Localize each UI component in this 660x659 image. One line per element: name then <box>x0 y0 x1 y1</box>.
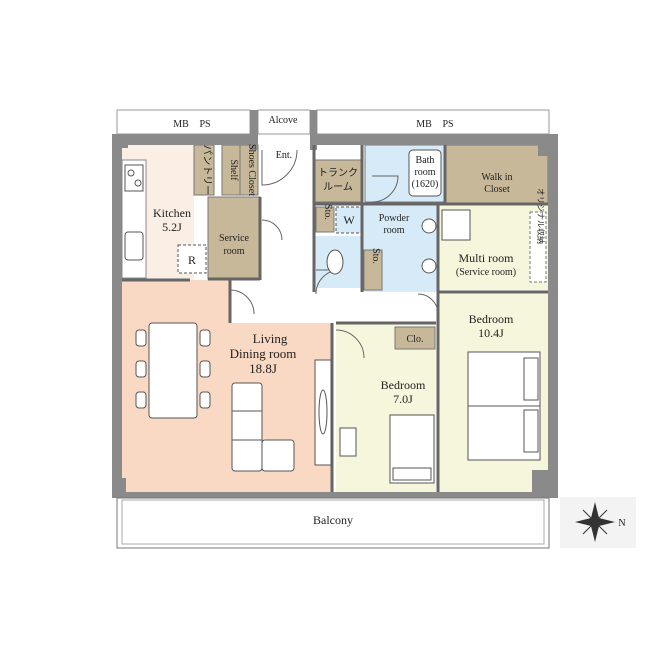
walls <box>112 110 558 498</box>
walkin-label-1: Walk in <box>481 172 512 183</box>
kitchen-label: Kitchen <box>153 206 191 220</box>
bedroom-small-size: 7.0J <box>393 392 413 406</box>
washbasin-icon-2 <box>421 258 437 274</box>
washbasin-icon <box>421 218 437 234</box>
powder-room-label-2: room <box>383 225 404 236</box>
bedroom-large-size: 10.4J <box>478 326 504 340</box>
multi-room-label-1: Multi room <box>458 251 514 265</box>
mb-left-label: MB <box>173 119 189 130</box>
kitchen-size: 5.2J <box>162 220 182 234</box>
original-storage-label: オリジナル収納 <box>536 188 546 244</box>
kitchen-sink <box>124 231 144 261</box>
desk-multi <box>441 209 471 241</box>
multi-room-label-2: (Service room) <box>456 267 516 278</box>
alcove-label: Alcove <box>269 115 298 126</box>
service-room <box>207 196 261 280</box>
living-label-2: Dining room <box>230 346 297 361</box>
desk-small <box>339 427 357 457</box>
living-size: 18.8J <box>249 361 277 376</box>
balcony-area <box>116 497 550 549</box>
storage-small-1 <box>315 206 335 233</box>
service-room-label-1: Service <box>219 233 250 244</box>
entrance-label: Ent. <box>276 150 292 161</box>
toilet-icon <box>326 249 344 275</box>
closet-label: Clo. <box>407 334 424 345</box>
closet-box <box>394 326 436 350</box>
balcony-label: Balcony <box>313 513 353 527</box>
stove <box>124 164 144 192</box>
bedroom-large-label: Bedroom <box>469 312 514 326</box>
compass-icon <box>575 502 615 542</box>
refrigerator-label: R <box>188 253 196 267</box>
washer-label: W <box>343 213 355 227</box>
bath-label-3: (1620) <box>412 179 439 190</box>
tv-icon <box>318 389 328 435</box>
pantry-label: パントリー <box>201 145 213 196</box>
sofa <box>231 382 295 472</box>
storage-label-1: Sto. <box>322 204 333 220</box>
alcove-area <box>257 109 311 135</box>
trunk-room-label-1: トランク <box>318 167 358 179</box>
service-room-label-2: room <box>223 246 244 257</box>
bed-double <box>467 351 541 461</box>
dining-set <box>135 322 211 419</box>
shelf-label: Shelf <box>228 159 239 181</box>
storage-label-2: Sto. <box>370 248 381 264</box>
north-label: N <box>618 518 625 529</box>
living-label-1: Living <box>253 331 288 346</box>
ps-right-label: PS <box>442 119 453 130</box>
trunk-room-label-2: ルーム <box>323 181 353 193</box>
bedroom-small-label: Bedroom <box>381 378 426 392</box>
walkin-label-2: Closet <box>484 184 510 195</box>
top-strip-left <box>116 109 251 135</box>
balcony-inner <box>121 499 545 545</box>
bath-label-2: room <box>414 167 435 178</box>
bed-single <box>389 414 435 484</box>
ps-left-label: PS <box>199 119 210 130</box>
top-strip-right <box>316 109 550 135</box>
bathtub <box>408 149 442 197</box>
storage-small-2 <box>363 249 383 291</box>
interior-walls <box>122 145 548 492</box>
refrigerator-box <box>177 244 207 274</box>
original-storage <box>529 211 547 283</box>
shoes-closet-label: Shoes Closet <box>246 144 257 196</box>
mb-right-label: MB <box>416 119 432 130</box>
trunk-room <box>313 159 363 203</box>
bath-label-1: Bath <box>416 155 435 166</box>
washer-box <box>335 206 363 234</box>
powder-room-label-1: Powder <box>379 213 410 224</box>
